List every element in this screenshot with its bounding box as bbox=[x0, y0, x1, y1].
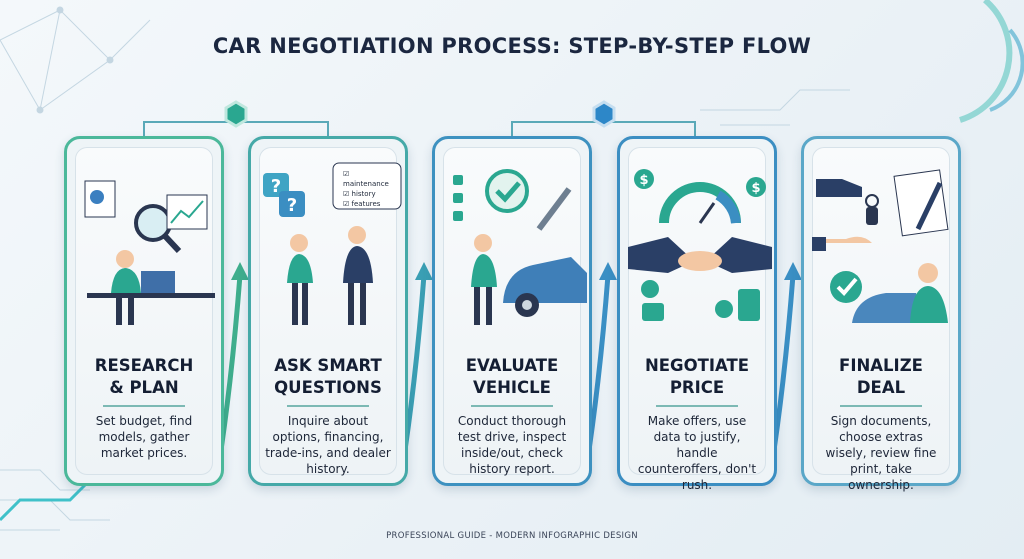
step-description: Conduct thorough test drive, inspect ins… bbox=[457, 414, 567, 476]
divider bbox=[656, 405, 738, 407]
svg-text:?: ? bbox=[287, 195, 297, 216]
step-title-line1: ASK SMART bbox=[274, 356, 382, 375]
divider bbox=[287, 405, 369, 407]
step-title-line2: & PLAN bbox=[109, 378, 179, 397]
step-card-research: RESEARCH & PLAN Set budget, find models, … bbox=[64, 136, 224, 486]
checklist-item: ☑ history bbox=[343, 190, 376, 198]
handshake-icon: $ $ bbox=[628, 169, 772, 321]
checklist-item: ☑ features bbox=[343, 200, 381, 208]
svg-text:$: $ bbox=[751, 181, 760, 196]
step-title-line1: EVALUATE bbox=[465, 356, 559, 375]
step-card-negotiate: $ $ NEGOTIATE PRICE Make offers, use data… bbox=[617, 136, 777, 492]
divider bbox=[840, 405, 922, 407]
svg-text:?: ? bbox=[271, 176, 281, 197]
footer-caption: PROFESSIONAL GUIDE - MODERN INFOGRAPHIC … bbox=[386, 531, 638, 541]
divider bbox=[471, 405, 553, 407]
keys-contract-icon bbox=[812, 169, 949, 323]
step-title-line2: DEAL bbox=[856, 378, 906, 397]
research-desk-icon bbox=[84, 180, 215, 325]
divider bbox=[103, 405, 185, 407]
checklist: ☑ maintenance ☑ history ☑ features bbox=[343, 169, 397, 209]
hexagon-connector-icon bbox=[224, 100, 616, 128]
conversation-icon: ? ? bbox=[263, 162, 402, 325]
checklist-item: ☑ maintenance bbox=[343, 170, 389, 188]
step-description: Set budget, find models, gather market p… bbox=[95, 414, 193, 460]
step-title-line1: RESEARCH bbox=[94, 356, 194, 375]
step-card-questions: ? ? ☑ maintenance ☑ history ☑ features A… bbox=[248, 136, 408, 486]
step-description: Sign documents, choose extras wisely, re… bbox=[825, 414, 937, 492]
step-card-finalize: FINALIZE DEAL Sign documents, choose extr… bbox=[801, 136, 961, 492]
car-inspection-icon bbox=[453, 169, 587, 325]
step-title-line1: NEGOTIATE bbox=[644, 356, 750, 375]
svg-text:$: $ bbox=[639, 173, 648, 188]
step-title-line2: QUESTIONS bbox=[274, 378, 382, 397]
step-description: Make offers, use data to justify, handle… bbox=[637, 414, 757, 492]
step-card-evaluate: EVALUATE VEHICLE Conduct thorough test dr… bbox=[432, 136, 592, 486]
step-description: Inquire about options, financing, trade-… bbox=[265, 414, 391, 476]
step-title-line2: VEHICLE bbox=[473, 378, 551, 397]
page-title: CAR NEGOTIATION PROCESS: STEP-BY-STEP FL… bbox=[212, 34, 812, 58]
step-title-line1: FINALIZE bbox=[839, 356, 923, 375]
step-title-line2: PRICE bbox=[669, 378, 725, 397]
